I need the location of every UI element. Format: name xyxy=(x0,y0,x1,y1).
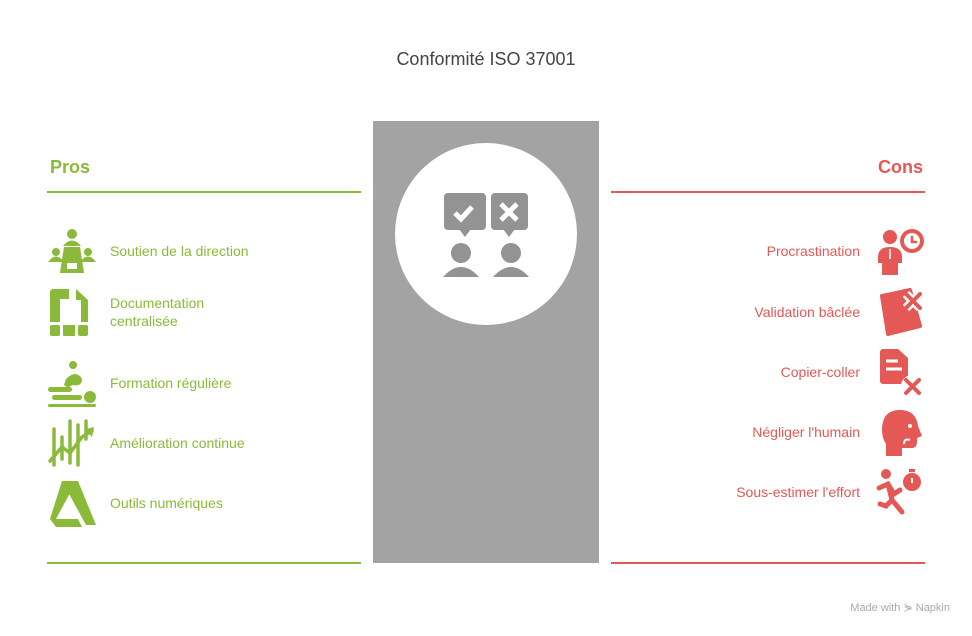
con-item: Négliger l'humain xyxy=(752,408,924,456)
pro-label: Outils numériques xyxy=(110,495,223,511)
con-label: Sous-estimer l'effort xyxy=(736,484,860,500)
con-label: Négliger l'humain xyxy=(752,424,860,440)
pros-bottom-divider xyxy=(47,562,361,564)
note-x-icon xyxy=(880,288,924,336)
document-grid-icon xyxy=(50,289,88,336)
app-logo-icon xyxy=(50,481,96,527)
pros-heading: Pros xyxy=(50,157,91,177)
document-x-icon xyxy=(880,349,923,396)
pro-label: Documentation centralisée xyxy=(110,295,205,329)
cons-top-divider xyxy=(611,191,925,193)
con-label: Validation bâclée xyxy=(754,304,860,320)
con-item: Procrastination xyxy=(767,227,924,275)
person-clock-icon xyxy=(878,229,924,275)
pros-top-divider xyxy=(47,191,361,193)
con-label: Procrastination xyxy=(766,243,860,259)
massage-training-icon xyxy=(48,361,96,407)
pro-item: Outils numériques xyxy=(48,479,223,527)
growth-chart-icon xyxy=(48,419,94,467)
cons-bottom-divider xyxy=(611,562,925,564)
pro-label: Amélioration continue xyxy=(110,435,245,451)
con-item: Copier-coller xyxy=(781,348,924,396)
cons-heading: Cons xyxy=(878,157,923,177)
meeting-table-icon xyxy=(48,229,96,273)
con-item: Sous-estimer l'effort xyxy=(736,468,924,516)
pro-item: Documentation centralisée xyxy=(48,288,230,336)
pro-label: Formation régulière xyxy=(110,375,232,391)
con-label: Copier-coller xyxy=(780,364,860,380)
con-item: Validation bâclée xyxy=(754,288,924,336)
head-profile-icon xyxy=(882,410,922,456)
two-people-approve-reject-icon xyxy=(443,193,529,277)
center-circle xyxy=(395,143,577,325)
running-stopwatch-icon xyxy=(876,469,921,515)
napkin-credit[interactable]: Made with ⋟ Napkin xyxy=(850,602,950,614)
pro-item: Amélioration continue xyxy=(48,419,245,467)
pro-item: Soutien de la direction xyxy=(48,227,249,275)
pro-label: Soutien de la direction xyxy=(110,243,249,259)
pro-item: Formation régulière xyxy=(48,359,231,407)
page-title: Conformité ISO 37001 xyxy=(396,49,576,69)
